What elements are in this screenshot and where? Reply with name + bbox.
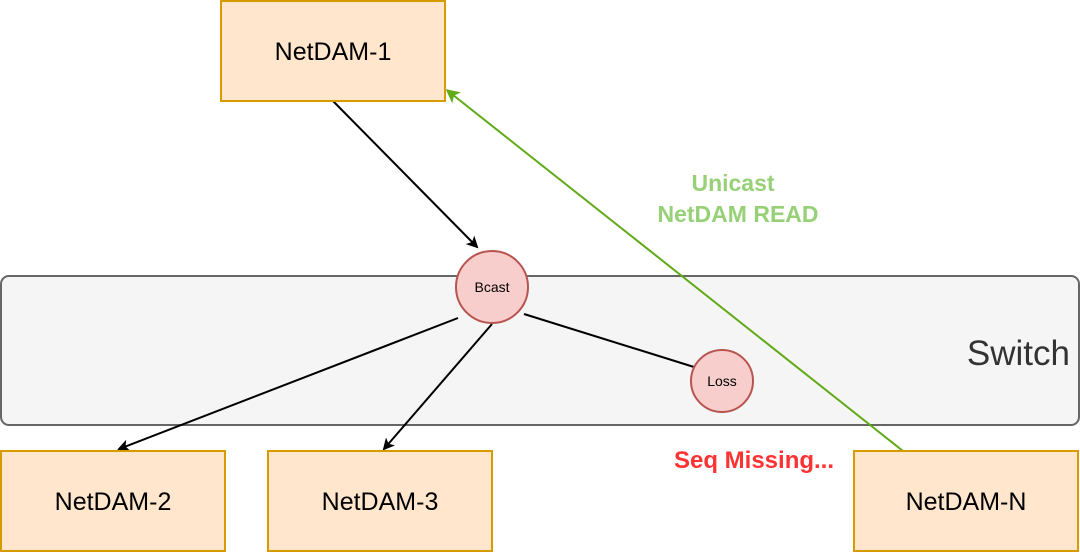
node-netdam-2-label: NetDAM-2: [55, 488, 172, 516]
unicast-label-line2: NetDAM READ: [658, 201, 819, 227]
node-netdam-n-label: NetDAM-N: [906, 488, 1027, 516]
edge-unicast-read: [445, 89, 904, 452]
node-netdam-1-label: NetDAM-1: [275, 38, 392, 66]
switch-container[interactable]: Switch: [0, 275, 1080, 426]
seq-missing-label: Seq Missing...: [674, 447, 834, 474]
node-netdam-3-label: NetDAM-3: [322, 488, 439, 516]
edge-bcast-to-netdam3: [382, 323, 493, 451]
loss-node[interactable]: Loss: [690, 349, 754, 413]
bcast-node[interactable]: Bcast: [455, 250, 529, 324]
unicast-label-line1: Unicast: [691, 170, 774, 196]
switch-label: Switch: [967, 334, 1070, 373]
node-netdam-n[interactable]: NetDAM-N: [853, 450, 1079, 552]
edge-bcast-to-loss: [523, 313, 695, 368]
bcast-label: Bcast: [474, 279, 509, 295]
edge-netdam1-to-bcast: [332, 100, 479, 249]
node-netdam-1[interactable]: NetDAM-1: [220, 0, 446, 102]
node-netdam-2[interactable]: NetDAM-2: [0, 450, 226, 552]
node-netdam-3[interactable]: NetDAM-3: [267, 450, 493, 552]
edge-bcast-to-netdam2: [117, 317, 459, 451]
loss-label: Loss: [707, 373, 737, 389]
